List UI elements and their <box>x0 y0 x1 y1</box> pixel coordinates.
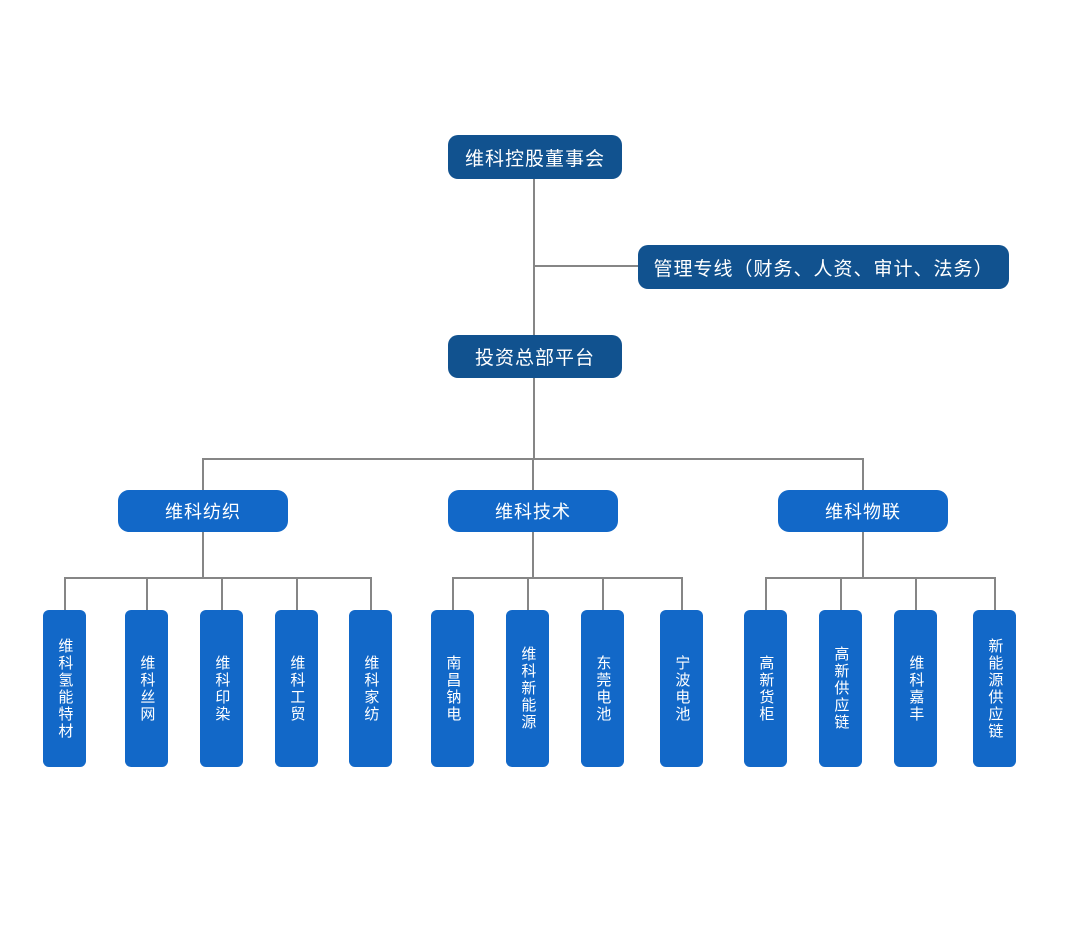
connector-group-2-bus <box>452 577 682 579</box>
connector-group-3-bus <box>765 577 995 579</box>
connector-group-1-stem <box>202 531 204 578</box>
connector-group-3-drop-4 <box>994 577 996 611</box>
connector-board-to-platform <box>533 178 535 335</box>
connector-group-2-drop-1 <box>452 577 454 611</box>
connector-group-3-drop-2 <box>840 577 842 611</box>
node-leaf-new-energy-supply-chain[interactable]: 新能源供应链 <box>973 610 1016 767</box>
connector-bus-to-group-3 <box>862 458 864 490</box>
connector-group-2-drop-4 <box>681 577 683 611</box>
node-investment-platform[interactable]: 投资总部平台 <box>448 335 622 378</box>
connector-group-1-bus <box>64 577 371 579</box>
node-leaf-dongguan-battery[interactable]: 东莞电池 <box>581 610 624 767</box>
connector-group-3-drop-3 <box>915 577 917 611</box>
node-management-line[interactable]: 管理专线（财务、人资、审计、法务） <box>638 245 1009 289</box>
node-group-textile[interactable]: 维科纺织 <box>118 490 288 532</box>
node-board-of-directors[interactable]: 维科控股董事会 <box>448 135 622 179</box>
connector-group-1-drop-1 <box>64 577 66 611</box>
node-group-iot[interactable]: 维科物联 <box>778 490 948 532</box>
connector-group-3-stem <box>862 531 864 578</box>
node-leaf-hi-tech-supply-chain[interactable]: 高新供应链 <box>819 610 862 767</box>
connector-bus-to-group-2 <box>532 458 534 490</box>
node-leaf-new-energy[interactable]: 维科新能源 <box>506 610 549 767</box>
connector-group-1-drop-5 <box>370 577 372 611</box>
node-leaf-jiafeng[interactable]: 维科嘉丰 <box>894 610 937 767</box>
connector-platform-to-group-bus <box>533 377 535 459</box>
node-group-technology[interactable]: 维科技术 <box>448 490 618 532</box>
connector-group-1-drop-4 <box>296 577 298 611</box>
node-leaf-industrial-trade[interactable]: 维科工贸 <box>275 610 318 767</box>
connector-group-2-drop-3 <box>602 577 604 611</box>
node-leaf-hi-tech-container[interactable]: 高新货柜 <box>744 610 787 767</box>
node-leaf-hydrogen-materials[interactable]: 维科氢能特材 <box>43 610 86 767</box>
connector-group-2-drop-2 <box>527 577 529 611</box>
node-leaf-home-textiles[interactable]: 维科家纺 <box>349 610 392 767</box>
node-leaf-printing-dyeing[interactable]: 维科印染 <box>200 610 243 767</box>
connector-group-3-drop-1 <box>765 577 767 611</box>
node-leaf-nanchang-sodium-battery[interactable]: 南昌钠电 <box>431 610 474 767</box>
connector-group-1-drop-2 <box>146 577 148 611</box>
connector-group-2-stem <box>532 531 534 578</box>
node-leaf-wire-mesh[interactable]: 维科丝网 <box>125 610 168 767</box>
connector-spine-to-management-line <box>533 265 639 267</box>
connector-bus-to-group-1 <box>202 458 204 490</box>
connector-group-1-drop-3 <box>221 577 223 611</box>
node-leaf-ningbo-battery[interactable]: 宁波电池 <box>660 610 703 767</box>
